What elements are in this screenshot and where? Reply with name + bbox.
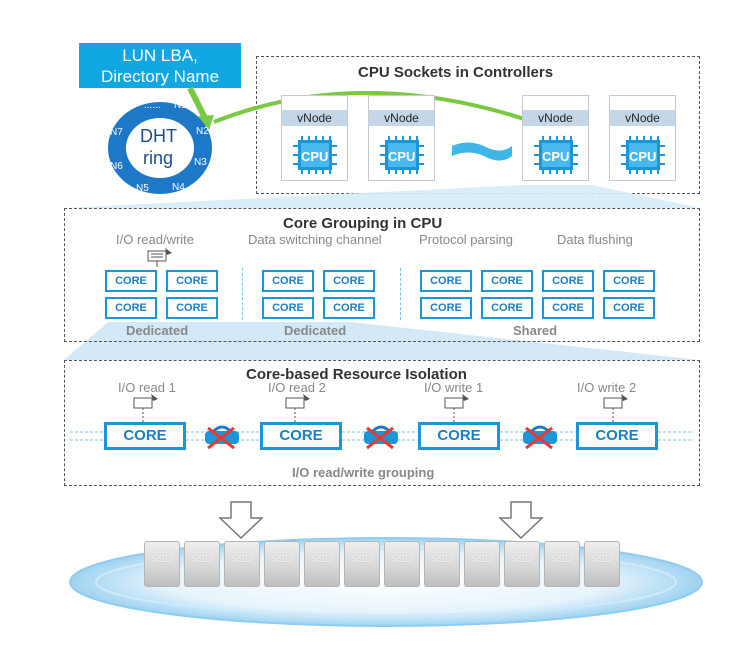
dht-node-n7: N7	[110, 127, 123, 138]
isolation-box	[64, 360, 700, 486]
green-arrow-down	[187, 86, 208, 120]
blocked-lock-icon	[523, 425, 557, 450]
vnode-card-4: vNode CPU	[609, 95, 676, 181]
io-label-write-2: I/O write 2	[577, 380, 637, 395]
ssd-drive: SSD	[344, 541, 380, 587]
ssd-drive: SSD	[224, 541, 260, 587]
core-chip: CORE	[166, 297, 218, 319]
dht-node-n4: N4	[172, 182, 185, 193]
isolated-core: CORE	[418, 422, 500, 450]
core-chip: CORE	[542, 297, 594, 319]
core-chip: CORE	[481, 270, 533, 292]
green-arc	[213, 90, 557, 132]
vnode-label: vNode	[369, 110, 434, 126]
vnode-label: vNode	[523, 110, 588, 126]
core-grouping-title: Core Grouping in CPU	[283, 215, 443, 232]
io-request-icon	[147, 248, 172, 267]
core-chip: CORE	[420, 270, 472, 292]
cpu-sockets-title: CPU Sockets in Controllers	[358, 64, 554, 81]
group-label-data-switching: Data switching channel	[248, 232, 382, 247]
core-chip: CORE	[262, 270, 314, 292]
core-chip: CORE	[420, 297, 472, 319]
dht-label-2: ring	[143, 148, 174, 168]
dht-ring	[108, 102, 212, 194]
green-arrow-head	[198, 115, 214, 130]
dht-dots: ......	[144, 100, 161, 111]
core-chip: CORE	[323, 270, 375, 292]
core-chip: CORE	[542, 270, 594, 292]
ssd-drive: SSD	[304, 541, 340, 587]
callout-line2: Directory Name	[100, 67, 220, 86]
blocked-lock-icon	[364, 425, 398, 450]
dht-node-n2: N2	[196, 126, 209, 137]
core-chip: CORE	[105, 297, 157, 319]
io-label-read-1: I/O read 1	[118, 380, 176, 395]
core-chip: CORE	[603, 297, 655, 319]
isolated-core: CORE	[576, 422, 658, 450]
vnode-card-3: vNode CPU	[522, 95, 589, 181]
cpu-chip-icon	[380, 136, 424, 174]
ssd-drive: SSD	[464, 541, 500, 587]
footer-dedicated-1: Dedicated	[126, 323, 189, 338]
footer-shared: Shared	[513, 323, 558, 338]
group-divider	[242, 268, 243, 320]
io-request-icon	[133, 397, 623, 424]
ssd-drive: SSD	[264, 541, 300, 587]
footer-dedicated-2: Dedicated	[284, 323, 347, 338]
isolated-core: CORE	[260, 422, 342, 450]
cpu-label: CPU	[301, 149, 329, 164]
core-grouping-box	[64, 208, 700, 342]
io-label-read-2: I/O read 2	[268, 380, 326, 395]
dht-node-n5: N5	[136, 183, 149, 194]
core-chip: CORE	[262, 297, 314, 319]
cpu-chip-icon	[293, 136, 337, 174]
core-chip: CORE	[603, 270, 655, 292]
ssd-drive: SSD	[384, 541, 420, 587]
group-divider	[400, 268, 401, 320]
cpu-label: CPU	[388, 149, 416, 164]
io-label-write-1: I/O write 1	[424, 380, 484, 395]
dht-node-n6: N6	[110, 161, 123, 172]
ssd-drive: SSD	[184, 541, 220, 587]
isolated-core: CORE	[104, 422, 186, 450]
core-chip: CORE	[166, 270, 218, 292]
vnode-card-2: vNode CPU	[368, 95, 435, 181]
core-chip: CORE	[481, 297, 533, 319]
ssd-drive: SSD	[584, 541, 620, 587]
wave-icon	[452, 142, 512, 161]
lun-callout: LUN LBA, Directory Name	[79, 43, 241, 88]
cpu-chip-icon	[534, 136, 578, 174]
vnode-card-1: vNode CPU	[281, 95, 348, 181]
dht-label-1: DHT	[140, 126, 177, 146]
dht-node-n3: N3	[194, 157, 207, 168]
group-label-protocol-parsing: Protocol parsing	[419, 232, 513, 247]
group-label-data-flushing: Data flushing	[557, 232, 633, 247]
core-chip: CORE	[105, 270, 157, 292]
vnode-label: vNode	[610, 110, 675, 126]
isolation-title: Core-based Resource Isolation	[246, 366, 467, 383]
vnode-label: vNode	[282, 110, 347, 126]
blocked-lock-icon	[205, 425, 239, 450]
cpu-label: CPU	[542, 149, 570, 164]
ssd-drive: SSD	[504, 541, 540, 587]
isolation-footer: I/O read/write grouping	[292, 465, 435, 480]
cpu-label: CPU	[629, 149, 657, 164]
cpu-chip-icon	[621, 136, 665, 174]
core-chip: CORE	[323, 297, 375, 319]
down-arrow-icon	[498, 501, 544, 540]
funnel-top	[64, 185, 700, 208]
callout-line1: LUN LBA,	[122, 46, 198, 65]
down-arrow-icon	[218, 501, 264, 540]
group-label-io-rw: I/O read/write	[116, 232, 195, 247]
ssd-drive: SSD	[544, 541, 580, 587]
dht-node-n1: N1	[174, 100, 187, 111]
ssd-drive: SSD	[424, 541, 460, 587]
ssd-drive: SSD	[144, 541, 180, 587]
